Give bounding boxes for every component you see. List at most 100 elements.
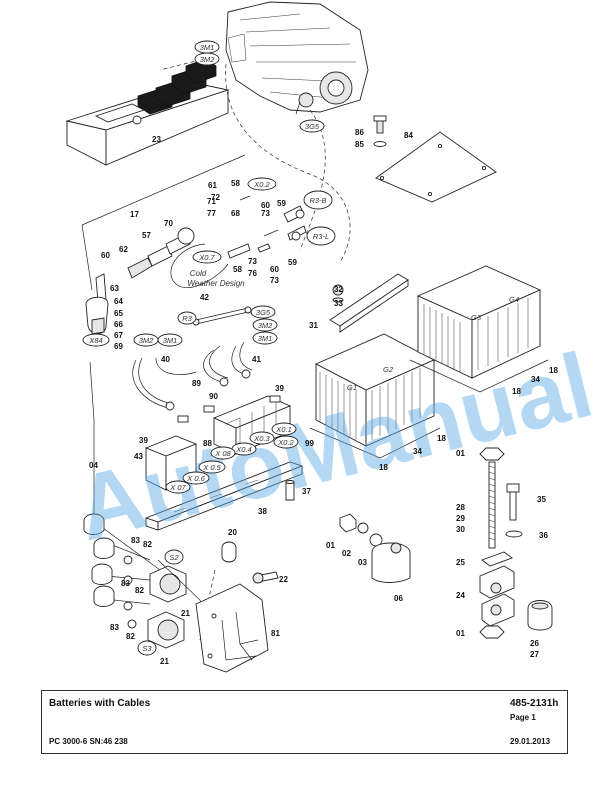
callout: 73: [261, 209, 270, 218]
callout: 22: [279, 575, 288, 584]
callout-numbers: 23 86 85 84 61 58 72 68 17 71 77 70 60 7…: [89, 128, 558, 666]
callout: 64: [114, 297, 123, 306]
battery-label-g2: G2: [383, 365, 394, 374]
cold-weather-note: Cold: [190, 269, 207, 278]
callout: 73: [248, 257, 257, 266]
ref-oval: X84: [88, 336, 102, 345]
callout: 21: [160, 657, 169, 666]
callout: 90: [209, 392, 218, 401]
battery-label-g1: G1: [347, 383, 357, 392]
callout: 01: [456, 449, 465, 458]
battery-label-g3: G3: [471, 313, 482, 322]
callout: 67: [114, 331, 123, 340]
starter-solenoids: [83, 513, 279, 673]
callout: 27: [530, 650, 539, 659]
ref-oval: X 08: [214, 449, 231, 458]
callout: 72: [211, 193, 220, 202]
ref-oval: 3G5: [305, 122, 320, 131]
callout: 37: [302, 487, 311, 496]
ref-oval: X0.2: [253, 180, 270, 189]
callout: 39: [275, 384, 284, 393]
ref-oval: X0.3: [253, 434, 270, 443]
callout: 60: [261, 201, 270, 210]
callout: 03: [358, 558, 367, 567]
ref-oval: X0.4: [235, 445, 251, 454]
ref-oval: 3M2: [139, 336, 154, 345]
callout: 25: [456, 558, 465, 567]
callout: 89: [192, 379, 201, 388]
callout: 62: [119, 245, 128, 254]
cover-plate-84: [373, 115, 497, 203]
callout: 65: [114, 309, 123, 318]
callout: 68: [231, 209, 240, 218]
callout: 61: [208, 181, 217, 190]
reference-ovals: 3M1 3M2 3G5 X0.2 R3-B R3-L X0.7 X84 R3 3…: [82, 40, 519, 656]
heater-group-17: [81, 154, 307, 520]
drawing-date: 29.01.2013: [510, 737, 551, 746]
callout: 83: [110, 623, 119, 632]
callout: 02: [342, 549, 351, 558]
clamp-hardware: [479, 447, 553, 639]
callout: 31: [309, 321, 318, 330]
callout: 04: [89, 461, 98, 470]
callout: 85: [355, 140, 364, 149]
ref-oval: R3: [182, 314, 192, 323]
callout: 60: [270, 265, 279, 274]
callout: 58: [231, 179, 240, 188]
ref-oval: 3M1: [200, 43, 215, 52]
callout: 41: [252, 355, 261, 364]
battery-box-23: [65, 58, 230, 166]
battery-cables: [132, 306, 253, 411]
callout: 36: [539, 531, 548, 540]
callout: 24: [456, 591, 465, 600]
callout: 06: [394, 594, 403, 603]
callout: 28: [456, 503, 465, 512]
page-number: Page 1: [510, 713, 536, 722]
callout: 83: [121, 579, 130, 588]
callout: 33: [334, 299, 343, 308]
callout: 18: [379, 463, 388, 472]
callout: 18: [437, 434, 446, 443]
routing-lines: [159, 57, 351, 641]
batteries: [309, 265, 549, 459]
callout: 01: [456, 629, 465, 638]
callout: 82: [143, 540, 152, 549]
callout: 01: [326, 541, 335, 550]
ref-oval: R3-B: [309, 196, 326, 205]
callout: 84: [404, 131, 413, 140]
mounting-rail-38: [144, 461, 304, 531]
callout: 26: [530, 639, 539, 648]
ref-oval: 3M1: [163, 336, 178, 345]
ref-oval: X 07: [169, 483, 186, 492]
callout: 63: [110, 284, 119, 293]
callout: 82: [126, 632, 135, 641]
callout: 32: [334, 285, 343, 294]
ref-oval: R3-L: [313, 232, 329, 241]
battery-label-g4: G4: [509, 295, 519, 304]
cold-weather-note: Weather Design: [187, 279, 245, 288]
bracket-31: [329, 273, 409, 333]
parts-exploded-diagram: AutoManual 3M1 3M2 3G5 X0.2 R3-B R3-L X0…: [65, 1, 602, 673]
ref-oval: X0.1: [275, 425, 291, 434]
callout: 29: [456, 514, 465, 523]
callout: 83: [131, 536, 140, 545]
callout: 70: [164, 219, 173, 228]
ref-oval: 3G5: [256, 308, 271, 317]
callout: 40: [161, 355, 170, 364]
terminal-block-assembly: [144, 395, 292, 491]
callout: 35: [537, 495, 546, 504]
ref-oval: 3M2: [200, 55, 215, 64]
callout: 71: [207, 197, 216, 206]
callout: 20: [228, 528, 237, 537]
ref-oval: 3M1: [258, 334, 273, 343]
ref-oval: X 0.6: [186, 474, 205, 483]
callout: 21: [181, 609, 190, 618]
callout: 99: [305, 439, 314, 448]
ref-oval: X 0.5: [202, 463, 221, 472]
callout: 81: [271, 629, 280, 638]
ref-oval: 3M2: [258, 321, 273, 330]
callout: 59: [288, 258, 297, 267]
callout: 18: [512, 387, 521, 396]
callout: 18: [549, 366, 558, 375]
callout: 59: [277, 199, 286, 208]
